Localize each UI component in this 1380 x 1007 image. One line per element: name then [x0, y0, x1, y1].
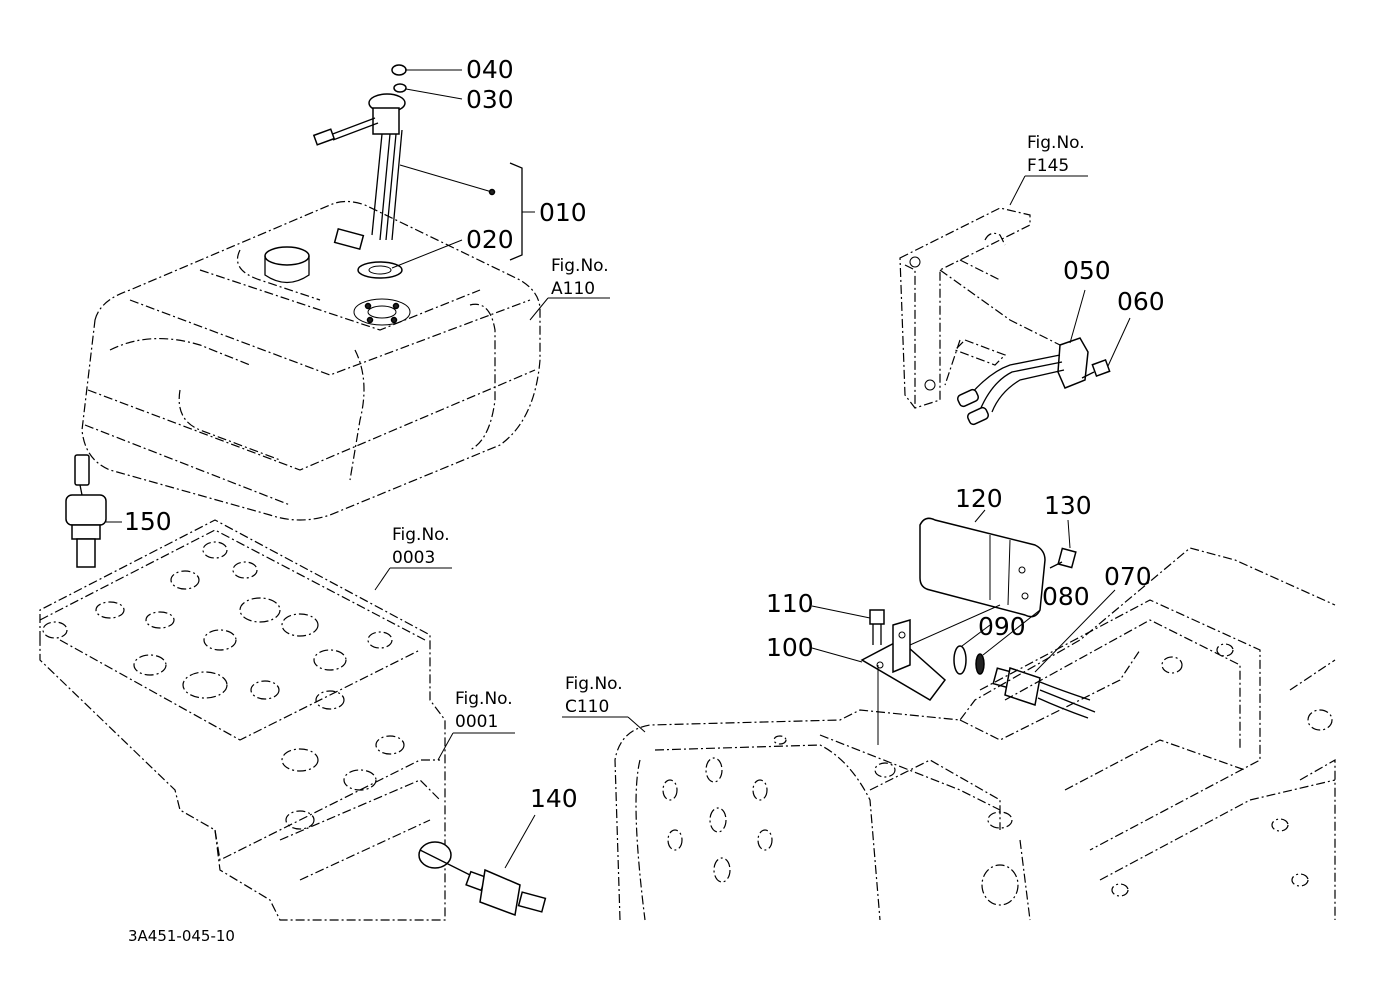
- fig-ref-0001-label: Fig.No.: [455, 689, 513, 709]
- callout-leaders-top: [391, 69, 535, 269]
- transmission-case: [614, 547, 1336, 921]
- screw-060: [1081, 359, 1111, 379]
- washer-090: [953, 624, 991, 675]
- fig-ref-c110-label: Fig.No.: [565, 674, 623, 694]
- callout-090: 090: [978, 612, 1026, 641]
- callout-110: 110: [766, 589, 814, 618]
- bracket-100: [811, 604, 1001, 745]
- callout-030: 030: [466, 85, 514, 114]
- callout-120: 120: [955, 484, 1003, 513]
- callout-100: 100: [766, 633, 814, 662]
- washer-030: [393, 83, 407, 93]
- callout-050: 050: [1063, 256, 1111, 285]
- callout-130: 130: [1044, 491, 1092, 520]
- fig-ref-f145-label: Fig.No.: [1027, 133, 1085, 153]
- fig-ref-0003: 0003: [392, 548, 435, 568]
- callout-060: 060: [1117, 287, 1165, 316]
- bolt-130: [1049, 519, 1077, 569]
- cover-plate-120: [919, 509, 1046, 618]
- gasket-020: [357, 261, 403, 279]
- callout-010: 010: [539, 198, 587, 227]
- callout-leaders-f145: [1069, 289, 1131, 367]
- figure-ref-leaders: [374, 175, 1088, 761]
- engine-block: [39, 519, 446, 921]
- drawing-code: 3A451-045-10: [128, 927, 235, 945]
- fig-ref-a110-label: Fig.No.: [551, 256, 609, 276]
- bolt-110: [811, 605, 885, 645]
- callout-150: 150: [124, 507, 172, 536]
- switch-050: [956, 337, 1089, 426]
- nut-040: [391, 64, 407, 76]
- fig-ref-c110: C110: [565, 697, 609, 717]
- sensor-140: [418, 814, 547, 917]
- fig-ref-0001: 0001: [455, 712, 498, 732]
- mounting-plate-f145: [899, 207, 1061, 409]
- sensor-150: [65, 454, 122, 568]
- callout-020: 020: [466, 225, 514, 254]
- fuel-sender-010: [312, 93, 406, 251]
- washer-080: [975, 609, 1041, 675]
- fig-ref-0003-label: Fig.No.: [392, 525, 450, 545]
- fuel-tank: [81, 200, 541, 521]
- callout-140: 140: [530, 784, 578, 813]
- callout-080: 080: [1042, 582, 1090, 611]
- callout-070: 070: [1104, 562, 1152, 591]
- fig-ref-f145: F145: [1027, 156, 1069, 176]
- fig-ref-a110: A110: [551, 279, 595, 299]
- callout-040: 040: [466, 55, 514, 84]
